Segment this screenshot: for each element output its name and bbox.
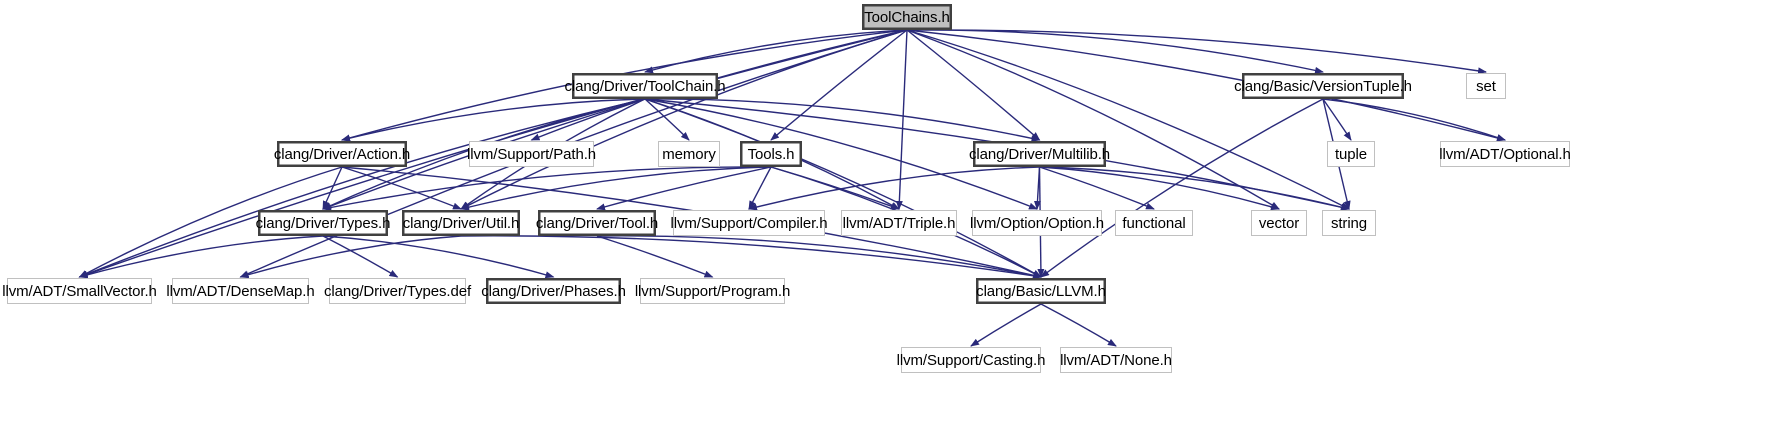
node-casting[interactable]: llvm/Support/Casting.h [897, 347, 1045, 373]
node-label: string [1330, 214, 1368, 232]
node-label: clang/Driver/ToolChain.h [564, 77, 726, 95]
node-label: functional [1122, 214, 1186, 232]
node-label: vector [1258, 214, 1300, 232]
edge-multilib-to-option [1033, 166, 1041, 210]
edge-toolchains-to-versiontuple [906, 29, 1324, 74]
node-label: clang/Driver/Types.def [323, 282, 472, 300]
node-label: llvm/ADT/SmallVector.h [2, 282, 157, 300]
node-tools[interactable]: Tools.h [740, 141, 802, 167]
edge-util-to-llvm_h [460, 235, 1042, 280]
node-types_h[interactable]: clang/Driver/Types.h [255, 210, 391, 236]
edge-tool-to-llvm_h [596, 235, 1042, 279]
edge-toolchains-to-set [906, 29, 1487, 75]
node-label: llvm/Support/Casting.h [896, 351, 1046, 369]
node-label: llvm/Support/Program.h [634, 282, 791, 300]
node-label: llvm/Option/Option.h [970, 214, 1104, 232]
node-label: clang/Driver/Tool.h [535, 214, 659, 232]
node-label: clang/Basic/LLVM.h [976, 282, 1106, 300]
edge-util-to-densemap [239, 235, 462, 279]
node-llvm_h[interactable]: clang/Basic/LLVM.h [976, 278, 1106, 304]
node-supportpath[interactable]: llvm/Support/Path.h [467, 141, 596, 167]
edge-tools-to-util [460, 166, 772, 211]
node-string[interactable]: string [1322, 210, 1376, 236]
edge-toolchains-to-types_h [322, 29, 908, 210]
edge-versiontuple-to-optional [1322, 98, 1506, 141]
edge-types_h-to-phases [322, 235, 555, 279]
node-vector[interactable]: vector [1251, 210, 1307, 236]
edge-toolchains-to-triple [895, 29, 908, 210]
edge-llvm_h-to-casting [970, 303, 1042, 347]
edge-toolchains-to-string [906, 29, 1350, 210]
edge-versiontuple-to-llvm_h [1040, 98, 1324, 278]
edge-tool-to-program [596, 235, 714, 278]
node-label: Tools.h [747, 145, 795, 163]
node-toolchain[interactable]: clang/Driver/ToolChain.h [565, 73, 726, 99]
edge-llvm_h-to-none [1040, 303, 1117, 347]
edge-tools-to-triple [770, 166, 900, 210]
node-tool[interactable]: clang/Driver/Tool.h [535, 210, 659, 236]
node-multilib[interactable]: clang/Driver/Multilib.h [969, 141, 1110, 167]
edge-tools-to-tool [596, 166, 772, 211]
edge-tools-to-compiler [748, 166, 772, 210]
edge-types_h-to-types_def [322, 235, 399, 278]
node-types_def[interactable]: clang/Driver/Types.def [324, 278, 471, 304]
node-smallvector[interactable]: llvm/ADT/SmallVector.h [2, 278, 157, 304]
edge-toolchain-to-memory [644, 98, 690, 141]
node-option[interactable]: llvm/Option/Option.h [970, 210, 1104, 236]
edge-toolchain-to-supportpath [530, 98, 646, 141]
node-label: memory [662, 145, 716, 163]
edge-versiontuple-to-tuple [1322, 98, 1352, 141]
node-label: llvm/Support/Path.h [467, 145, 596, 163]
edge-toolchains-to-multilib [906, 29, 1041, 141]
node-phases[interactable]: clang/Driver/Phases.h [481, 278, 626, 304]
edge-toolchains-to-tools [770, 29, 908, 141]
edge-toolchain-to-llvm_h [644, 98, 1042, 278]
edge-multilib-to-vector [1039, 166, 1280, 211]
node-label: llvm/ADT/None.h [1060, 351, 1172, 369]
edge-multilib-to-string [1039, 166, 1350, 211]
edge-toolchain-to-multilib [644, 98, 1041, 142]
edge-action-to-types_h [322, 166, 343, 210]
edge-types_h-to-smallvector [78, 235, 324, 279]
node-label: llvm/ADT/Triple.h [842, 214, 956, 232]
edge-toolchains-to-vector [906, 29, 1280, 210]
node-memory[interactable]: memory [658, 141, 720, 167]
node-densemap[interactable]: llvm/ADT/DenseMap.h [166, 278, 315, 304]
node-label: clang/Driver/Action.h [273, 145, 411, 163]
node-label: ToolChains.h [864, 8, 950, 26]
node-label: clang/Driver/Util.h [402, 214, 520, 232]
edge-toolchain-to-smallvector [78, 98, 646, 278]
node-set[interactable]: set [1466, 73, 1506, 99]
node-label: clang/Driver/Phases.h [481, 282, 626, 300]
node-label: tuple [1334, 145, 1368, 163]
node-action[interactable]: clang/Driver/Action.h [273, 141, 411, 167]
edge-toolchains-to-util [460, 29, 908, 210]
node-label: set [1476, 77, 1496, 95]
edge-toolchain-to-action [341, 98, 646, 142]
node-none[interactable]: llvm/ADT/None.h [1060, 347, 1172, 373]
node-toolchains[interactable]: ToolChains.h [862, 4, 952, 30]
node-tuple[interactable]: tuple [1327, 141, 1375, 167]
edge-multilib-to-compiler [748, 166, 1040, 211]
node-util[interactable]: clang/Driver/Util.h [402, 210, 520, 236]
edge-multilib-to-functional [1039, 166, 1155, 210]
node-label: llvm/Support/Compiler.h [670, 214, 828, 232]
node-functional[interactable]: functional [1115, 210, 1193, 236]
node-program[interactable]: llvm/Support/Program.h [635, 278, 790, 304]
node-label: clang/Basic/VersionTuple.h [1234, 77, 1412, 95]
node-optional[interactable]: llvm/ADT/Optional.h [1439, 141, 1571, 167]
node-label: clang/Driver/Multilib.h [968, 145, 1111, 163]
edge-tools-to-types_h [322, 166, 772, 211]
node-label: llvm/ADT/DenseMap.h [166, 282, 315, 300]
edge-toolchains-to-optional [906, 29, 1506, 142]
node-versiontuple[interactable]: clang/Basic/VersionTuple.h [1234, 73, 1412, 99]
edge-toolchains-to-toolchain [644, 29, 908, 74]
node-label: clang/Driver/Types.h [255, 214, 391, 232]
node-label: llvm/ADT/Optional.h [1439, 145, 1571, 163]
node-compiler[interactable]: llvm/Support/Compiler.h [670, 210, 828, 236]
node-triple[interactable]: llvm/ADT/Triple.h [841, 210, 957, 236]
edge-action-to-util [341, 166, 462, 210]
